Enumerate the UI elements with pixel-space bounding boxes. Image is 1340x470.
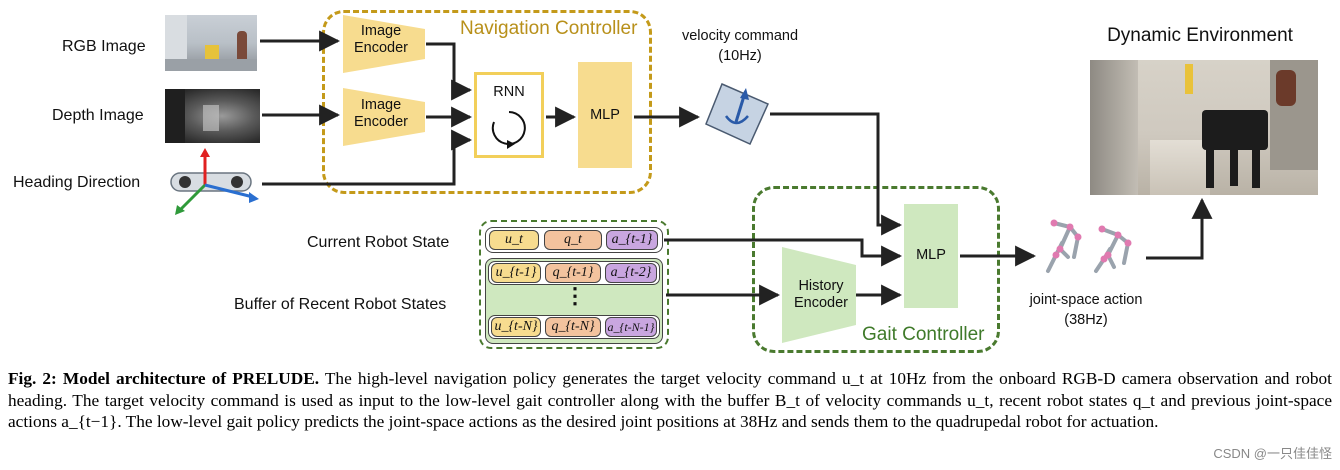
recurrent-loop-icon — [491, 111, 526, 149]
gait-controller-title: Gait Controller — [862, 324, 985, 345]
rnn-label: RNN — [493, 84, 525, 100]
caption-text: The high-level navigation policy generat… — [8, 369, 1332, 431]
gait-mlp-label: MLP — [916, 247, 946, 263]
chip-q-t-n: q_{t-N} — [545, 317, 601, 337]
gait-controller-box — [752, 186, 1000, 353]
chip-u-t: u_t — [489, 230, 539, 250]
robot-state-buffer-box — [479, 220, 669, 349]
depth-image-label: Depth Image — [52, 107, 144, 124]
rgb-image-thumbnail — [165, 15, 257, 71]
joint-space-action-label: joint-space action(38Hz) — [1029, 292, 1143, 328]
robot-legs-icon — [1046, 219, 1132, 273]
nav-mlp-block — [578, 62, 632, 168]
chip-u-t-1: u_{t-1} — [491, 263, 541, 283]
chip-a-t-2: a_{t-2} — [605, 263, 657, 283]
image-encoder-2-shape — [343, 88, 425, 146]
depth-image-thumbnail — [165, 89, 260, 143]
heading-sensor-icon — [170, 148, 259, 215]
watermark: CSDN @一只佳佳怪 — [1213, 446, 1332, 461]
chip-a-t-n-1: a_{t-N-1} — [605, 317, 657, 337]
figure-caption: Fig. 2: Model architecture of PRELUDE. T… — [8, 368, 1332, 433]
navigation-controller-box — [322, 10, 652, 194]
dynamic-environment-photo — [1090, 60, 1318, 195]
caption-bold: Fig. 2: Model architecture of PRELUDE. — [8, 369, 320, 388]
chip-q-t-1: q_{t-1} — [545, 263, 601, 283]
chip-u-t-n: u_{t-N} — [491, 317, 541, 337]
navigation-controller-title: Navigation Controller — [460, 18, 638, 39]
image-encoder-1-shape — [343, 15, 425, 73]
velocity-command-label: velocity command(10Hz) — [681, 28, 799, 64]
chip-a-t-1: a_{t-1} — [606, 230, 658, 250]
ellipsis-dots: ⋮ — [564, 283, 586, 308]
dynamic-environment-title: Dynamic Environment — [1107, 25, 1293, 46]
connection-arrows — [260, 30, 1213, 306]
nav-mlp-label: MLP — [590, 107, 620, 123]
current-robot-state-label: Current Robot State — [307, 234, 450, 251]
chip-q-t: q_t — [544, 230, 602, 250]
gait-mlp-block — [904, 204, 958, 308]
buffer-recent-states-label: Buffer of Recent Robot States — [234, 296, 447, 313]
history-encoder-shape — [782, 247, 856, 343]
velocity-joystick-icon — [705, 83, 769, 145]
rgb-image-label: RGB Image — [62, 38, 146, 55]
heading-direction-label: Heading Direction — [13, 174, 141, 191]
